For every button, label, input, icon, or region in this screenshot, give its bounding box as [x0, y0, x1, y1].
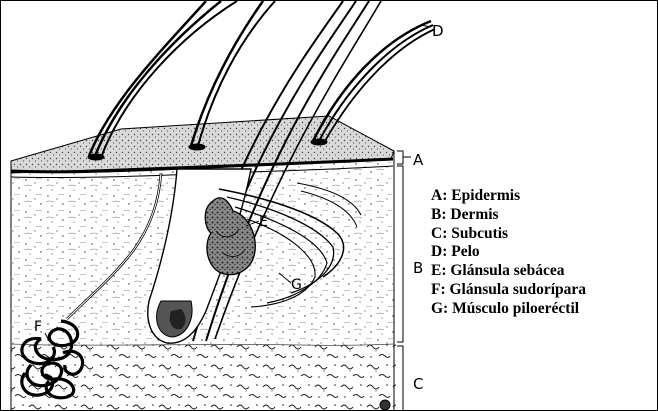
legend-item-dermis: B: Dermis: [431, 206, 586, 225]
legend: A: Epidermis B: Dermis C: Subcutis D: Pe…: [431, 187, 586, 319]
callout-e: E: [259, 214, 268, 230]
legend-item-musculo-piloerectil: G: Músculo piloeréctil: [431, 300, 586, 319]
callout-d: D: [432, 22, 444, 40]
layer-brackets: [397, 151, 411, 410]
legend-item-glandula-sebacea: E: Glánsula sebácea: [431, 262, 586, 281]
legend-item-epidermis: A: Epidermis: [431, 187, 586, 206]
corner-feature: [380, 400, 390, 410]
legend-item-glandula-sudoripara: F: Glánsula sudorípara: [431, 281, 586, 300]
legend-item-subcutis: C: Subcutis: [431, 225, 586, 244]
callout-c: C: [413, 375, 423, 393]
legend-item-pelo: D: Pelo: [431, 243, 586, 262]
callout-f: F: [34, 319, 42, 335]
callout-g: G: [291, 277, 302, 293]
callout-a: A: [413, 151, 424, 169]
callout-b: B: [413, 259, 423, 277]
